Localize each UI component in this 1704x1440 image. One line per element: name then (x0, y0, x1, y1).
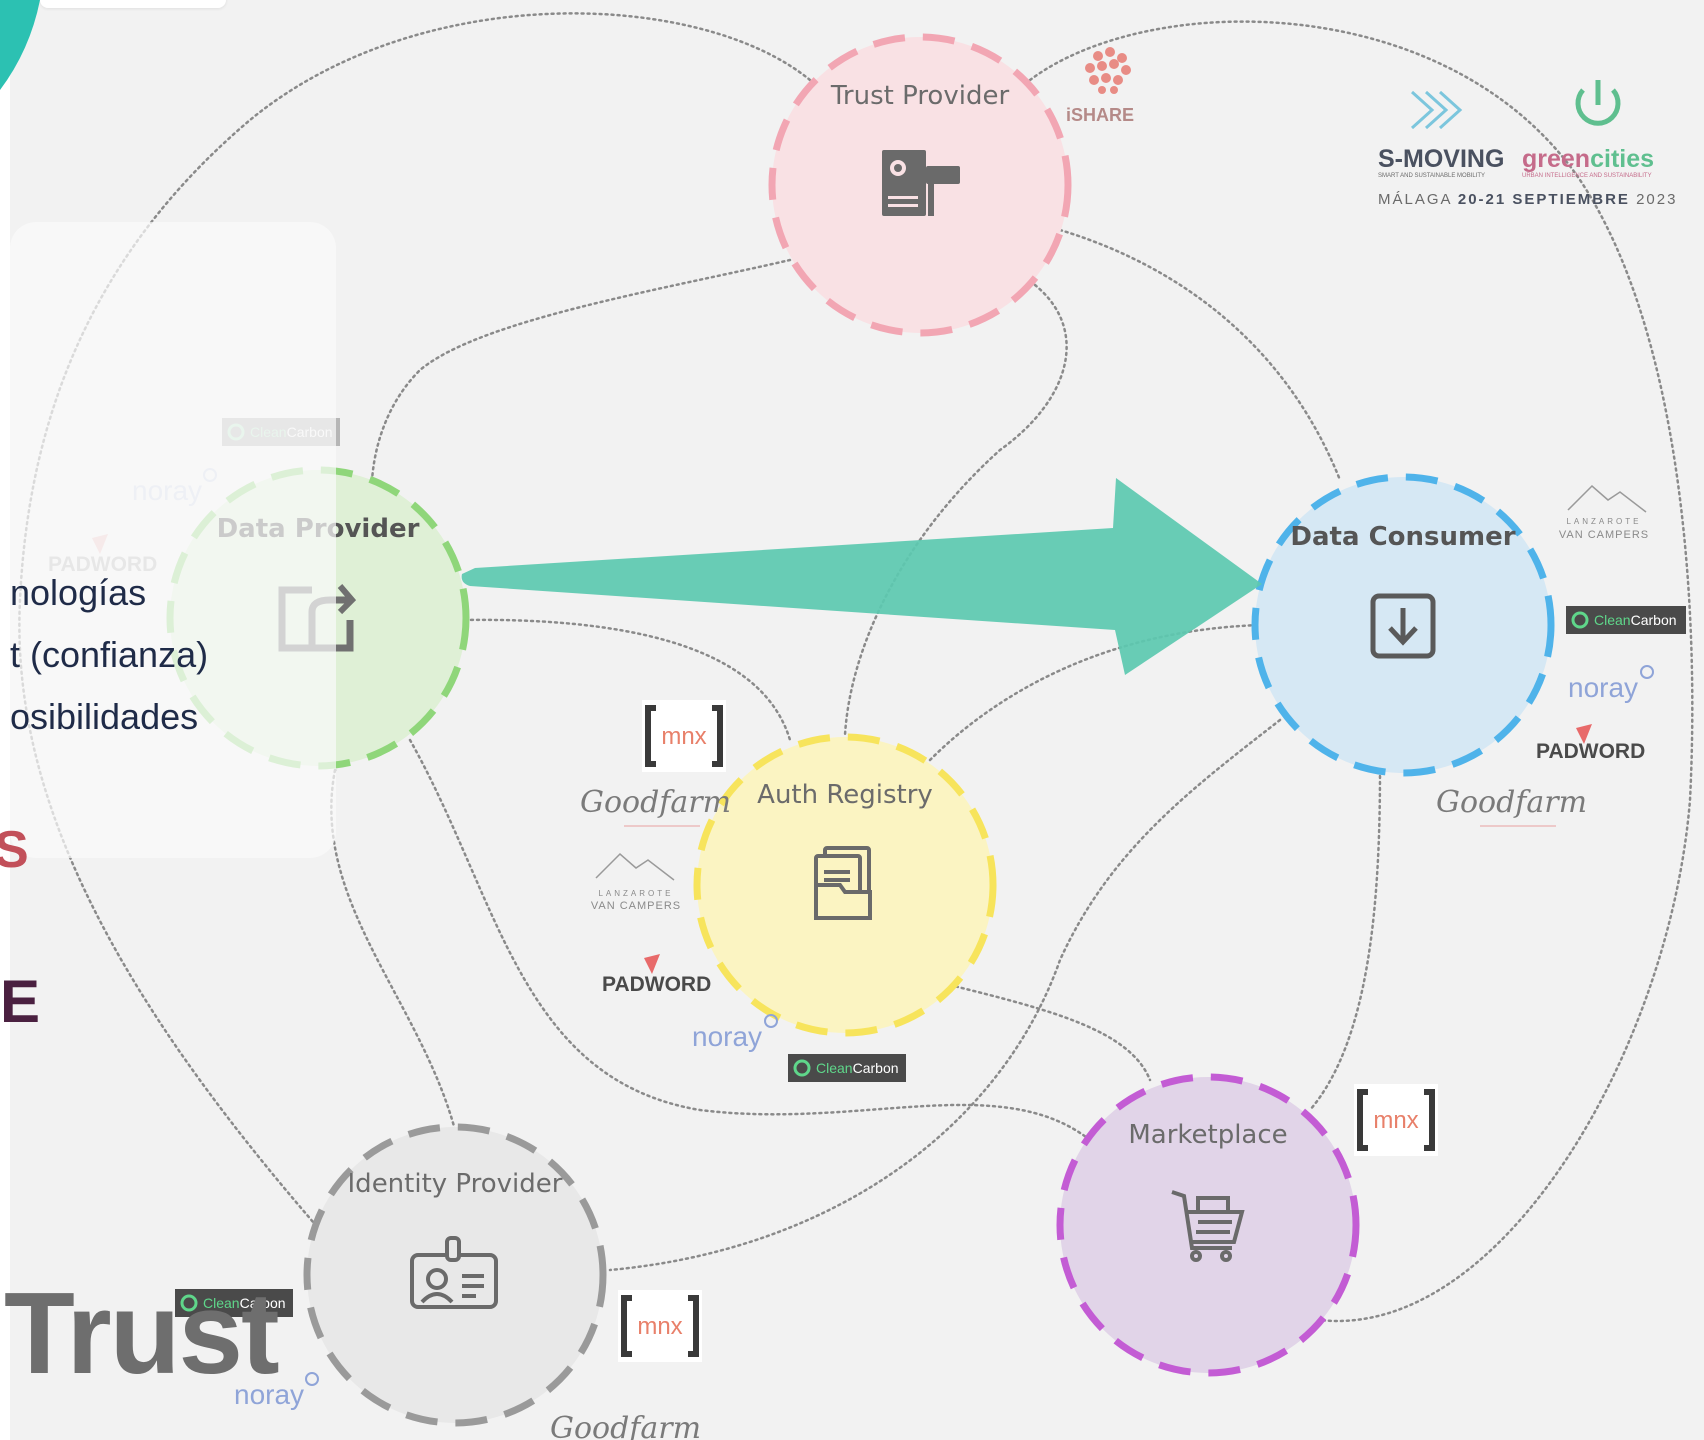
connector-line (1058, 228, 1342, 482)
connector-line (1028, 20, 1694, 1323)
node-data-consumer[interactable]: Data Consumer (1251, 473, 1555, 777)
padword-logo: PADWORD (1536, 724, 1645, 763)
bullet-text: osibilidades (10, 696, 199, 737)
svg-text:mnx: mnx (661, 723, 706, 750)
svg-text:PADWORD: PADWORD (602, 973, 711, 996)
slide-text-panel: nologías t (confianza) osibilidades (10, 222, 336, 858)
cleancarbon-logo: CleanCarbon (175, 1289, 293, 1317)
node-label: Data Consumer (1290, 522, 1515, 552)
svg-text:Goodfarm: Goodfarm (580, 785, 731, 820)
node-marketplace[interactable]: Marketplace (1056, 1073, 1360, 1377)
mnx-logo: mnx (642, 700, 726, 772)
svg-text:noray: noray (1568, 672, 1638, 703)
connector-line (608, 718, 1282, 1272)
event-logos: S-MOVING SMART AND SUSTAINABLE MOBILITY … (1378, 80, 1677, 208)
svg-text:VAN CAMPERS: VAN CAMPERS (591, 900, 681, 912)
download-icon (1370, 593, 1436, 659)
double-chevron-icon (1410, 90, 1463, 130)
noray-logo: noray (234, 1372, 319, 1410)
goodfarm-signature-logo: Goodfarm (1436, 785, 1587, 827)
node-label: Auth Registry (757, 780, 933, 810)
svg-text:mnx: mnx (637, 1313, 682, 1340)
ishare-logo: iSHARE (1066, 47, 1134, 125)
svg-text:Goodfarm: Goodfarm (550, 1411, 701, 1440)
connector-line (1308, 768, 1382, 1112)
svg-text:PADWORD: PADWORD (1536, 740, 1645, 763)
greencities-wordmark: greencities (1522, 145, 1654, 173)
noray-logo: noray (692, 1014, 778, 1052)
connector-line (330, 768, 457, 1132)
cleancarbon-text: CleanCarbon (816, 1060, 899, 1076)
padword-logo: PADWORD (602, 954, 711, 996)
svg-text:mnx: mnx (1373, 1107, 1418, 1134)
node-label: Marketplace (1128, 1120, 1287, 1150)
van-campers-logo: LANZAROTE VAN CAMPERS (591, 852, 681, 912)
folder-documents-icon (814, 846, 872, 920)
shopping-cart-icon (1171, 1190, 1245, 1262)
event-date: MÁLAGA 20-21 SEPTIEMBRE 2023 (1378, 191, 1677, 208)
connector-line (928, 623, 1262, 762)
svg-text:noray: noray (692, 1021, 762, 1052)
bullet-text: nologías (10, 572, 147, 613)
cleancarbon-logo: CleanCarbon (788, 1054, 906, 1082)
svg-text:LANZAROTE: LANZAROTE (1566, 517, 1641, 526)
mnx-logo: mnx (618, 1290, 702, 1362)
svg-text:VAN CAMPERS: VAN CAMPERS (1559, 529, 1649, 541)
noray-logo: noray (1568, 665, 1654, 703)
slide-fragment-text: S (0, 821, 29, 879)
slide-letter: E (0, 968, 41, 1035)
node-label: Identity Provider (348, 1169, 563, 1199)
mnx-logo: mnx (1354, 1084, 1438, 1156)
connector-line (843, 283, 1068, 737)
svg-text:noray: noray (234, 1379, 304, 1410)
connector-line (463, 618, 792, 742)
smoving-tagline: SMART AND SUSTAINABLE MOBILITY (1378, 173, 1485, 179)
bullet-text: t (confianza) (10, 634, 209, 675)
goodfarm-signature-logo: Goodfarm (580, 785, 731, 827)
id-card-icon (410, 1236, 498, 1309)
greencities-tagline: URBAN INTELLIGENCE AND SUSTAINABILITY (1522, 173, 1652, 179)
slide-heading-trust: Trust (4, 1268, 280, 1398)
cleancarbon-logo: CleanCarbon (1566, 606, 1686, 634)
svg-text:LANZAROTE: LANZAROTE (598, 889, 673, 898)
corner-accent (0, 0, 40, 90)
top-left-box (40, 0, 226, 8)
slide-left-edge (0, 0, 10, 1440)
node-label: Trust Provider (830, 81, 1010, 111)
goodfarm-signature-logo: Goodfarm (550, 1411, 701, 1440)
power-icon (1575, 80, 1621, 126)
data-flow-arrow (461, 478, 1263, 675)
connector-line (370, 258, 792, 482)
certificate-icon (882, 150, 960, 216)
van-campers-logo: LANZAROTE VAN CAMPERS (1559, 484, 1649, 541)
node-trust-provider[interactable]: Trust Provider (768, 33, 1072, 337)
connector-line (948, 983, 1152, 1082)
ishare-wordmark: iSHARE (1066, 105, 1134, 125)
cleancarbon-text: CleanCarbon (1594, 612, 1677, 628)
node-identity-provider[interactable]: Identity Provider (303, 1123, 607, 1427)
svg-text:Goodfarm: Goodfarm (1436, 785, 1587, 820)
node-auth-registry[interactable]: Auth Registry (693, 733, 997, 1037)
connector-line (408, 738, 1092, 1142)
cleancarbon-text: CleanCarbon (203, 1295, 286, 1311)
smoving-wordmark: S-MOVING (1378, 145, 1504, 173)
